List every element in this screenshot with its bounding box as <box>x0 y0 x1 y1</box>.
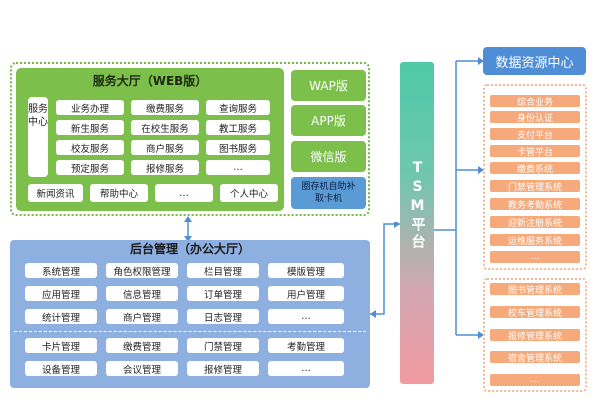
backend-item[interactable]: 栏目管理 <box>187 263 259 278</box>
backend-item[interactable]: … <box>268 309 344 324</box>
system-group-2-frame <box>483 278 587 392</box>
backend-item[interactable]: 订单管理 <box>187 286 259 301</box>
backend-item[interactable]: 卡片管理 <box>25 338 97 353</box>
system-group-1-frame <box>483 84 587 270</box>
backend-item[interactable]: 缴费管理 <box>106 338 178 353</box>
service-item[interactable]: 缴费服务 <box>131 100 199 115</box>
service-item[interactable]: 业务办理 <box>56 100 124 115</box>
data-resource-center-title[interactable]: 数据资源中心 <box>483 47 586 75</box>
system-item[interactable]: … <box>490 374 580 386</box>
backend-item[interactable]: 角色权限管理 <box>106 263 178 278</box>
service-item[interactable]: 教工服务 <box>206 120 270 135</box>
service-item[interactable]: 新生服务 <box>56 120 124 135</box>
system-item[interactable]: … <box>490 251 580 263</box>
system-item[interactable]: 支付平台 <box>490 128 580 141</box>
system-item[interactable]: 卡管平台 <box>490 145 580 158</box>
backend-item[interactable]: 报修管理 <box>187 361 259 376</box>
hall-bottom-item[interactable]: 新闻资讯 <box>28 184 83 202</box>
hall-bottom-item[interactable]: 帮助中心 <box>90 184 148 202</box>
service-item[interactable]: 校友服务 <box>56 140 124 155</box>
system-item[interactable]: 运维服务系统 <box>490 234 580 247</box>
service-item[interactable]: 图书服务 <box>206 140 270 155</box>
wap-version-box[interactable]: WAP版 <box>291 70 366 101</box>
kiosk-label: 圈存机自助补取卡机 <box>301 182 356 204</box>
service-center-label: 服务中心 <box>28 97 48 177</box>
backend-item[interactable]: 会议管理 <box>106 361 178 376</box>
backend-item[interactable]: 考勤管理 <box>268 338 344 353</box>
service-item[interactable]: 预定服务 <box>56 160 124 175</box>
backend-tsm-connector <box>370 222 400 318</box>
backend-item[interactable]: 商户管理 <box>106 309 178 324</box>
tsm-data-connector <box>434 57 484 339</box>
backend-item[interactable]: 模版管理 <box>268 263 344 278</box>
system-item[interactable]: 身份认证 <box>490 111 580 124</box>
service-item[interactable]: … <box>206 160 270 175</box>
hall-backend-arrow <box>184 216 192 242</box>
service-item[interactable]: 报修服务 <box>131 160 199 175</box>
system-item[interactable]: 迎新注册系统 <box>490 216 580 229</box>
hall-bottom-item[interactable]: 个人中心 <box>220 184 278 202</box>
system-item[interactable]: 缴费系统 <box>490 162 580 175</box>
wechat-version-box[interactable]: 微信版 <box>291 141 366 172</box>
backend-divider <box>14 331 366 332</box>
backend-item[interactable]: … <box>268 361 344 376</box>
tsm-platform-bar <box>400 62 434 384</box>
service-item[interactable]: 商户服务 <box>131 140 199 155</box>
backend-item[interactable]: 日志管理 <box>187 309 259 324</box>
backend-item[interactable]: 门禁管理 <box>187 338 259 353</box>
tsm-platform-label: TSM平台 <box>409 160 426 251</box>
kiosk-box[interactable]: 圈存机自助补取卡机 <box>291 177 366 209</box>
backend-title: 后台管理（办公大厅） <box>129 241 250 256</box>
system-item[interactable]: 教务考勤系统 <box>490 198 580 211</box>
backend-item[interactable]: 系统管理 <box>25 263 97 278</box>
backend-item[interactable]: 信息管理 <box>106 286 178 301</box>
system-item[interactable]: 综合业务 <box>490 95 580 108</box>
hall-bottom-item[interactable]: … <box>155 184 213 202</box>
system-item[interactable]: 校车管理系统 <box>490 306 580 319</box>
service-item[interactable]: 查询服务 <box>206 100 270 115</box>
system-item[interactable]: 报修管理系统 <box>490 329 580 342</box>
service-item[interactable]: 在校生服务 <box>131 120 199 135</box>
backend-item[interactable]: 统计管理 <box>25 309 97 324</box>
system-item[interactable]: 门禁管理系统 <box>490 180 580 193</box>
app-version-box[interactable]: APP版 <box>291 105 366 136</box>
backend-item[interactable]: 设备管理 <box>25 361 97 376</box>
service-hall-title: 服务大厅（WEB版） <box>92 73 208 88</box>
backend-item[interactable]: 用户管理 <box>268 286 344 301</box>
system-item[interactable]: 宿舍管理系统 <box>490 351 580 364</box>
backend-item[interactable]: 应用管理 <box>25 286 97 301</box>
system-item[interactable]: 图书管理系统 <box>490 283 580 296</box>
